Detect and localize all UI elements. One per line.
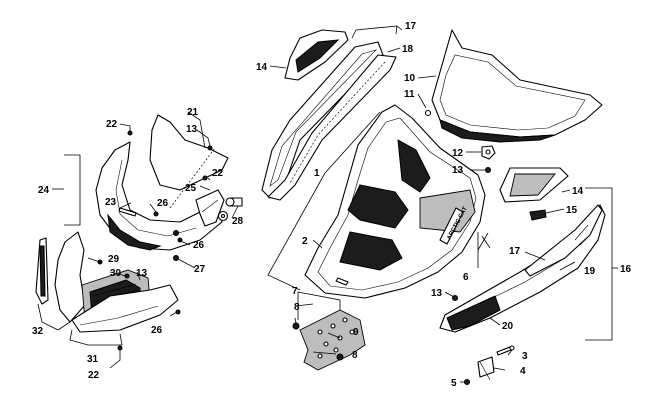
hardware-dots <box>97 130 491 351</box>
nut-5 <box>464 379 470 385</box>
callout-24: 24 <box>38 185 50 196</box>
callout-14b: 14 <box>572 186 584 197</box>
screw-11 <box>424 109 432 117</box>
skid-plate-9 <box>299 309 366 371</box>
callout-29: 29 <box>108 254 120 265</box>
lower-panel-31 <box>71 284 179 333</box>
callout-1: 1 <box>314 168 320 179</box>
vent-14-top <box>284 29 349 81</box>
callout-22b: 22 <box>212 168 224 179</box>
callout-28: 28 <box>232 216 244 227</box>
clip-12 <box>481 145 496 160</box>
windshield <box>431 29 603 143</box>
nut-8-top <box>292 322 300 330</box>
leader-lines <box>37 25 618 383</box>
callout-12: 12 <box>452 148 464 159</box>
callout-26c: 26 <box>151 325 163 336</box>
vent-14-right <box>499 167 569 203</box>
callout-5: 5 <box>451 378 457 389</box>
callout-16: 16 <box>620 264 632 275</box>
callout-4: 4 <box>520 366 526 377</box>
callout-30: 30 <box>110 268 122 279</box>
callout-14a: 14 <box>256 62 268 73</box>
callout-26a: 26 <box>157 198 169 209</box>
trim-strip-32 <box>35 237 49 305</box>
callout-15: 15 <box>566 205 578 216</box>
callout-3: 3 <box>522 351 528 362</box>
bushing-28 <box>225 197 243 207</box>
callout-2: 2 <box>302 236 308 247</box>
callout-13a: 13 <box>452 165 464 176</box>
callout-10: 10 <box>404 73 416 84</box>
callout-8b: 8 <box>352 350 358 361</box>
callout-32: 32 <box>32 326 44 337</box>
callout-13b: 13 <box>431 288 443 299</box>
bolt-3 <box>496 345 515 356</box>
bracket-4 <box>477 356 495 381</box>
callout-22a: 22 <box>106 119 118 130</box>
bracket-25 <box>195 189 225 227</box>
hood: ARCTIC CAT <box>304 104 486 299</box>
callout-17a: 17 <box>405 21 417 32</box>
callout-9: 9 <box>353 327 359 338</box>
callout-13c: 13 <box>186 124 198 135</box>
callout-17b: 17 <box>509 246 521 257</box>
bracket-15 <box>529 209 547 221</box>
callout-6: 6 <box>463 272 469 283</box>
bolt-23 <box>118 207 137 217</box>
washer-27 <box>217 210 229 222</box>
callout-18: 18 <box>402 44 414 55</box>
callout-26b: 26 <box>193 240 205 251</box>
callout-20: 20 <box>502 321 514 332</box>
callout-8a: 8 <box>294 302 300 313</box>
bolt-7 <box>335 277 349 286</box>
callout-27: 27 <box>194 264 206 275</box>
callout-23: 23 <box>105 197 117 208</box>
callout-22c: 22 <box>88 370 100 381</box>
callout-7: 7 <box>292 286 298 297</box>
nut-8-bottom <box>336 353 344 361</box>
callout-31: 31 <box>87 354 99 365</box>
hood-trim-rail <box>261 41 397 201</box>
callout-11: 11 <box>404 89 415 100</box>
callout-13d: 13 <box>136 268 148 279</box>
callout-25: 25 <box>185 183 197 194</box>
callout-21: 21 <box>187 107 199 118</box>
side-panel <box>439 204 606 333</box>
callout-19: 19 <box>584 266 596 277</box>
nose-cone-21 <box>149 114 229 191</box>
callouts: 1 2 3 4 5 6 7 8 8 9 10 11 12 13 13 13 13… <box>32 21 632 389</box>
